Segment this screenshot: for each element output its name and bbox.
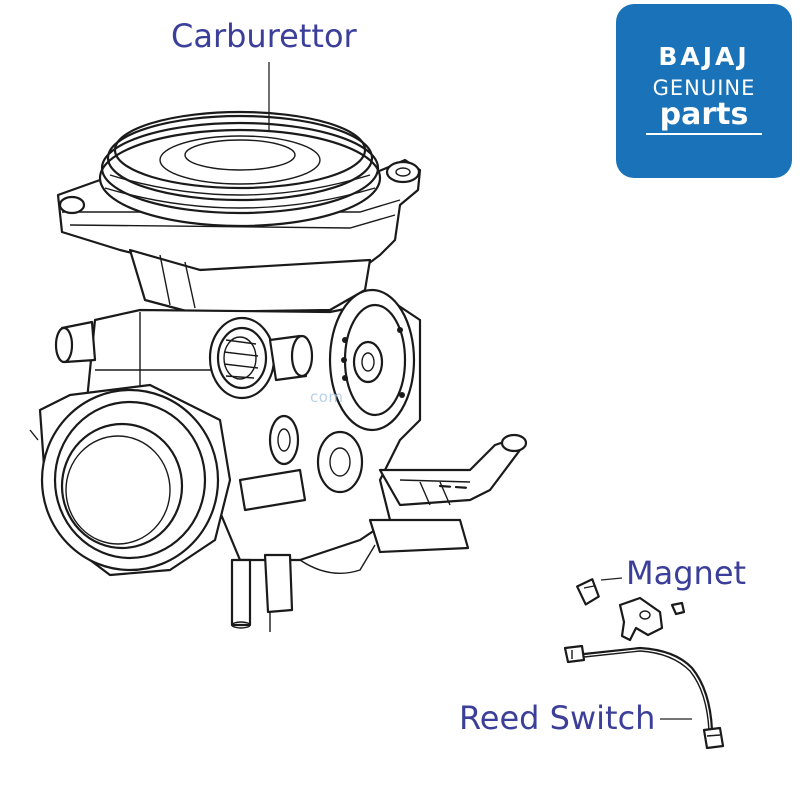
magnet-leader-line [600, 577, 623, 581]
logo-brand: BAJAJ [658, 42, 750, 71]
watermark-text: com [310, 388, 344, 406]
site-watermark: com [310, 388, 344, 406]
bajaj-genuine-parts-logo: BAJAJ GENUINE parts [616, 4, 792, 178]
carburettor-label: Carburettor [171, 17, 357, 55]
logo-genuine: GENUINE [652, 76, 756, 100]
reed-switch-label: Reed Switch [459, 699, 656, 737]
logo-parts: parts [659, 97, 749, 132]
magnet-drawing [576, 577, 623, 606]
carburettor-drawing [29, 110, 528, 632]
reed-switch-drawing [563, 596, 725, 750]
magnet-label: Magnet [626, 554, 747, 592]
logo-underline [646, 133, 762, 135]
